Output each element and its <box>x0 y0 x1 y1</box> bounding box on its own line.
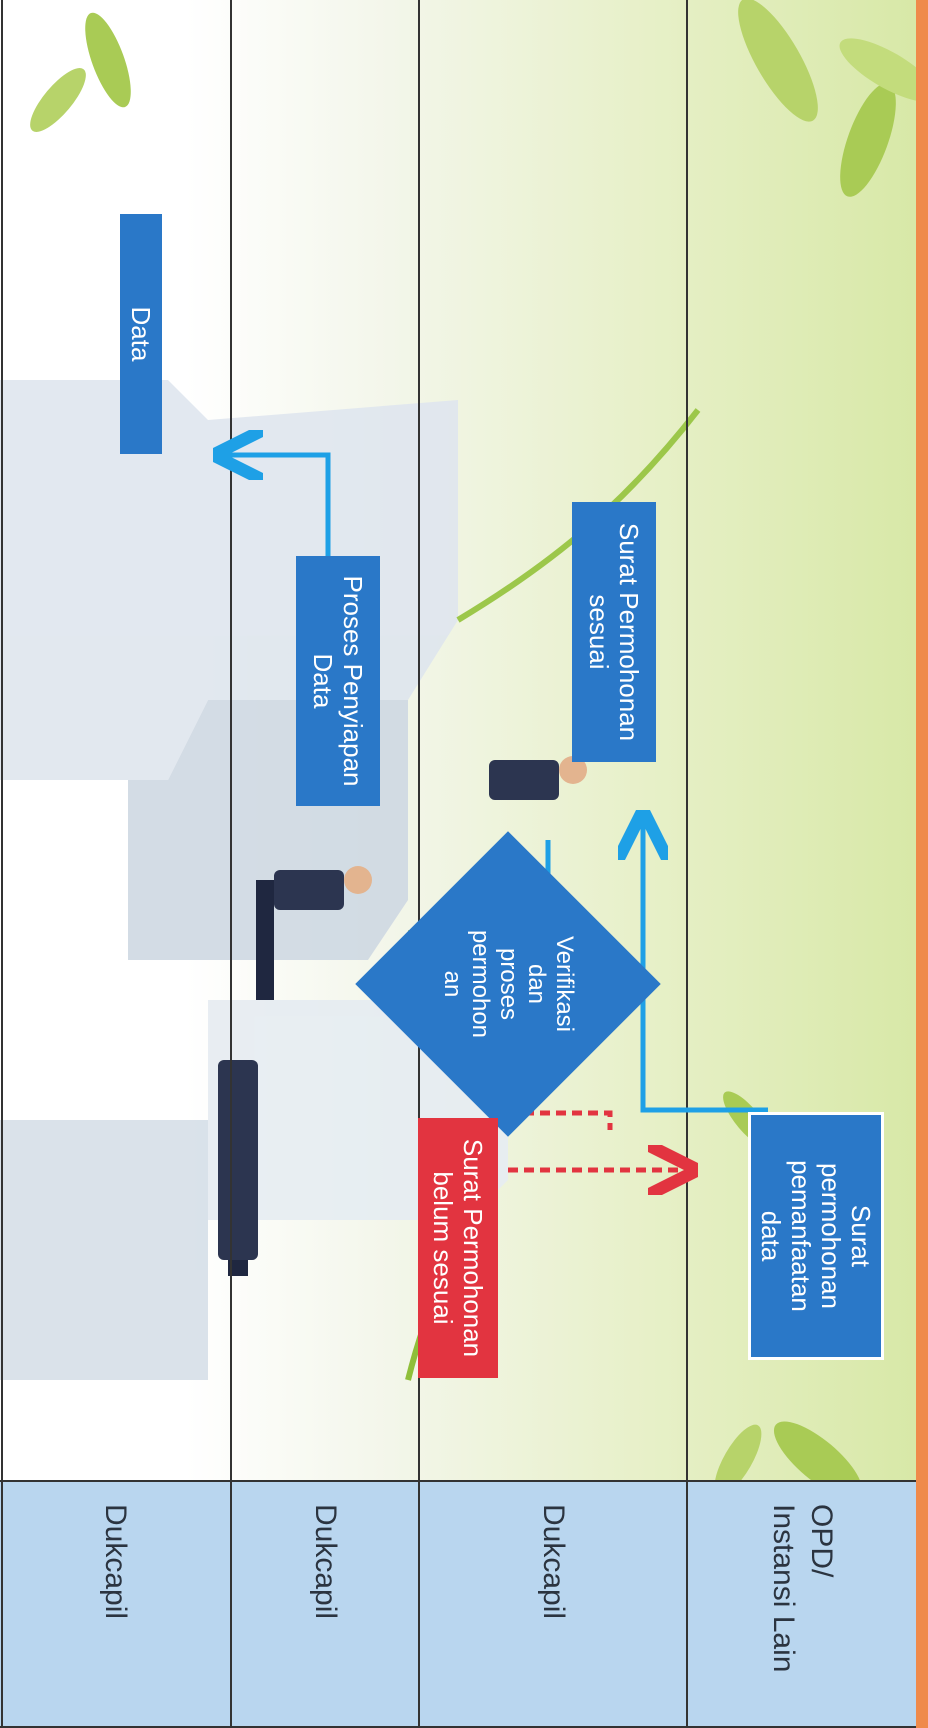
node-text: Surat Permohonan sesuai <box>584 522 644 742</box>
node-proses-penyiapan-data: Proses Penyiapan Data <box>296 556 380 806</box>
block-shape <box>0 1120 208 1380</box>
node-surat-permohonan-pemanfaatan: Surat permohonan pemanfaatan data <box>748 1112 884 1360</box>
businessman-icon <box>256 866 372 1000</box>
leaf-icon <box>738 0 928 197</box>
arrow-to-verifikasi <box>643 820 768 1113</box>
businessman-icon <box>218 1060 258 1276</box>
node-text: Verifikasi dan proses permohon an <box>439 929 578 1039</box>
reject-line <box>508 1110 613 1130</box>
node-surat-belum-sesuai: Surat Permohonan belum sesuai <box>418 1118 498 1378</box>
node-surat-sesuai: Surat Permohonan sesuai <box>572 502 656 762</box>
leaf-icon <box>714 1421 863 1499</box>
node-text: Data <box>126 306 156 362</box>
node-text: Proses Penyiapan Data <box>308 575 368 787</box>
node-data: Data <box>120 214 162 454</box>
node-text: Surat permohonan pemanfaatan data <box>756 1160 876 1312</box>
node-verifikasi-diamond: Verifikasi dan proses permohon an <box>355 831 661 1137</box>
businessman-icon <box>489 756 587 800</box>
leaf-icon <box>30 12 131 132</box>
node-text: Surat Permohonan belum sesuai <box>428 1138 488 1358</box>
